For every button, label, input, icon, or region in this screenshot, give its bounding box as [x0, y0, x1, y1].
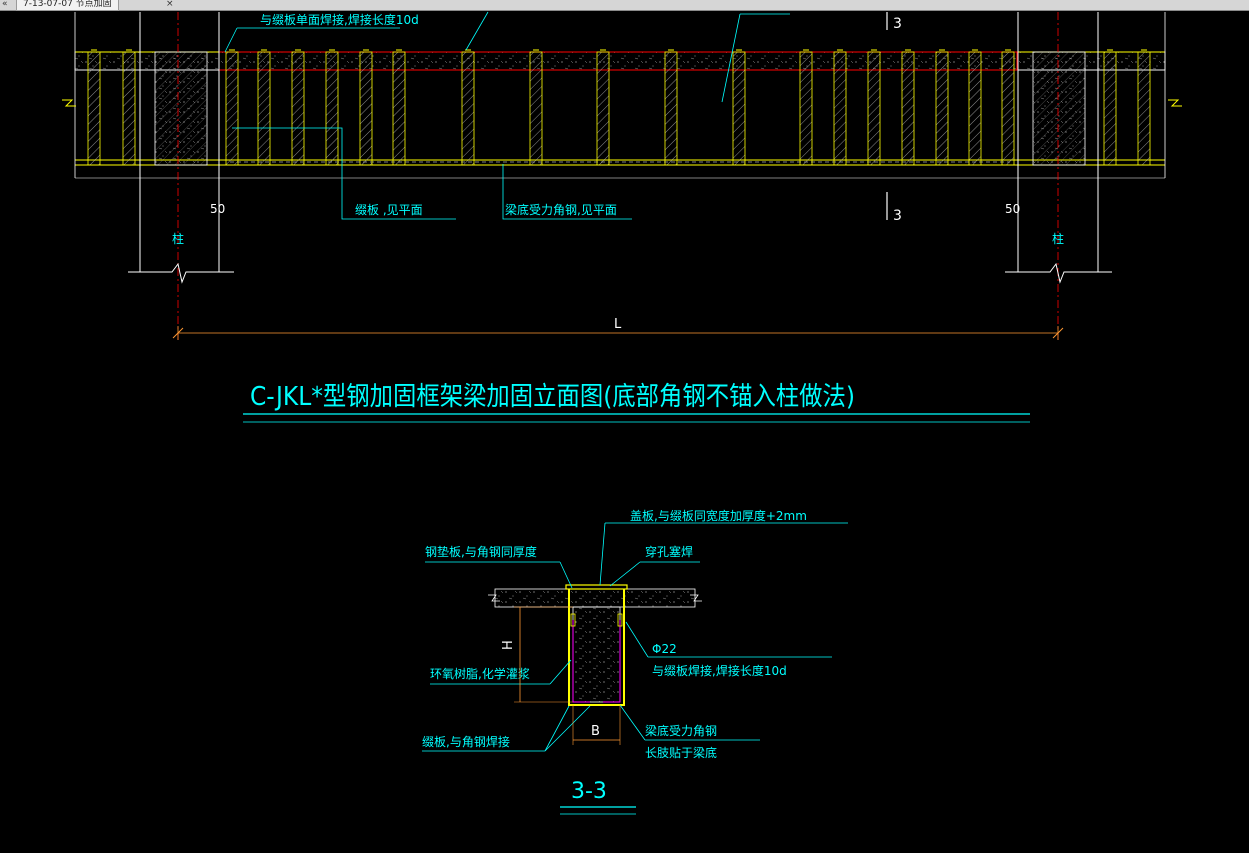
dim-left-50: 50	[210, 202, 225, 216]
beam-elevation: 与缀板单面焊接,焊接长度10d 3 3 50 50 柱 柱 缀板 ,见平面 梁底…	[62, 11, 1182, 423]
label-plug-weld: 穿孔塞焊	[645, 544, 693, 559]
label-bar: Φ22	[652, 642, 677, 656]
label-pad-plate: 钢垫板,与角钢同厚度	[425, 544, 537, 559]
batten	[596, 51, 610, 166]
label-batten: 缀板 ,见平面	[355, 203, 423, 217]
top-note-text: 与缀板单面焊接,焊接长度10d	[260, 12, 419, 27]
close-icon[interactable]: ×	[166, 0, 174, 9]
batten	[935, 51, 949, 166]
cover-plate	[565, 584, 628, 590]
batten	[799, 51, 813, 166]
label-angle: 梁底受力角钢,见平面	[505, 202, 617, 217]
batten-group	[87, 51, 1151, 166]
document-tab-bar: « 7-13-07-07 节点加固 ×	[0, 0, 1249, 11]
batten	[901, 51, 915, 166]
batten	[225, 51, 239, 166]
batten	[392, 51, 406, 166]
batten	[664, 51, 678, 166]
elevation-title: C-JKL*型钢加固框架梁加固立面图(底部角钢不锚入柱做法)	[250, 382, 855, 412]
document-tab[interactable]: 7-13-07-07 节点加固	[16, 0, 119, 11]
batten	[291, 51, 305, 166]
batten	[1103, 51, 1117, 166]
label-bar-weld: 与缀板焊接,焊接长度10d	[652, 663, 787, 678]
batten	[867, 51, 881, 166]
batten	[87, 51, 101, 166]
section-3-3: 盖板,与缀板同宽度加厚度+2mm 钢垫板,与角钢同厚度 穿孔塞焊 Φ22 与缀板…	[422, 508, 848, 815]
section-title: 3-3	[571, 779, 607, 804]
dim-right-50: 50	[1005, 202, 1020, 216]
chevron-left-icon[interactable]: «	[2, 0, 8, 9]
angle-right	[603, 620, 621, 703]
section-mark-top: 3	[893, 16, 902, 32]
batten	[325, 51, 339, 166]
batten	[1137, 51, 1151, 166]
span-label: L	[614, 317, 622, 332]
section-slab	[494, 588, 696, 608]
document-tab-title: 7-13-07-07 节点加固	[23, 0, 112, 9]
label-batten-weld: 缀板,与角钢焊接	[422, 734, 510, 749]
label-angle-2: 长肢贴于梁底	[645, 745, 717, 760]
label-angle-1: 梁底受力角钢	[645, 723, 717, 738]
batten	[529, 51, 543, 166]
batten	[461, 51, 475, 166]
batten	[833, 51, 847, 166]
section-batten	[568, 589, 625, 706]
slab-band	[74, 51, 1166, 71]
label-cover-plate: 盖板,与缀板同宽度加厚度+2mm	[630, 508, 807, 523]
batten	[1001, 51, 1015, 166]
label-epoxy: 环氧树脂,化学灌浆	[430, 666, 530, 681]
dim-b: B	[591, 724, 600, 739]
section-beam	[572, 606, 621, 703]
dim-h: H	[501, 640, 516, 650]
column-label-left: 柱	[172, 231, 184, 246]
batten	[359, 51, 373, 166]
batten	[968, 51, 982, 166]
section-mark-bottom: 3	[893, 208, 902, 224]
batten	[257, 51, 271, 166]
batten	[122, 51, 136, 166]
batten	[732, 51, 746, 166]
column-label-right: 柱	[1052, 231, 1064, 246]
